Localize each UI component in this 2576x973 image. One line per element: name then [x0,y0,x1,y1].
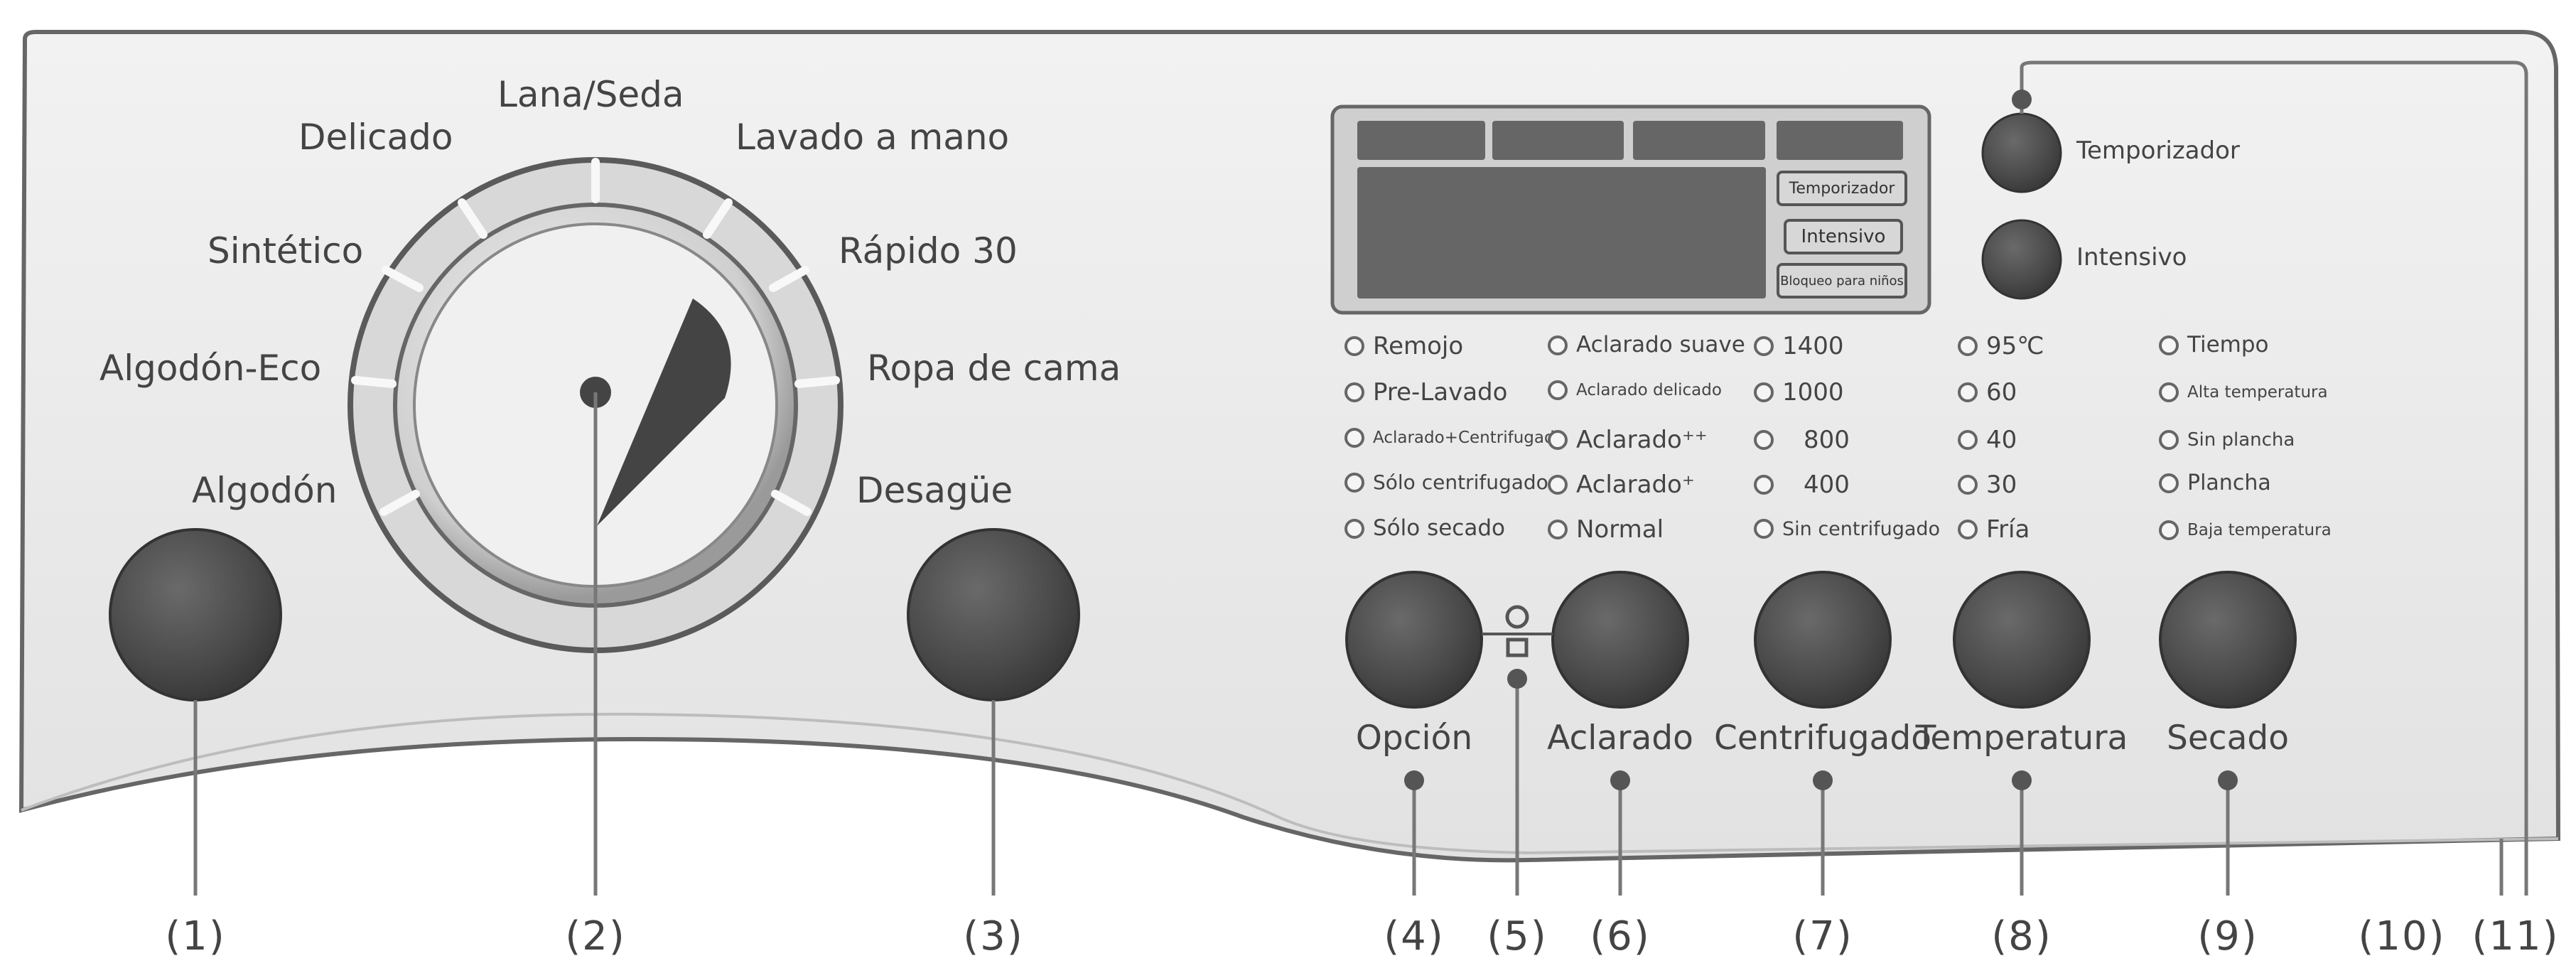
callout-11: (11) [2472,913,2560,959]
opt-fria: Fría [1958,517,2030,542]
callout-5: (5) [1487,913,1548,959]
opt-aclarado-suave: Aclarado suave [1548,334,1745,356]
program-label-sintetico: Sintético [208,230,364,272]
program-label-desague: Desagüe [856,470,1013,511]
callout-2: (2) [565,913,626,959]
btn-temperatura [1953,571,2091,709]
callout-6: (6) [1590,913,1651,959]
program-label-algodon-eco: Algodón-Eco [99,348,322,389]
opt-solo-centrifugado: Sólo centrifugado [1344,473,1548,493]
panel-swoosh [21,712,2559,855]
btn-temporizador [1981,112,2062,193]
opt-solo-secado: Sólo secado [1344,517,1505,539]
btn-aclarado [1551,571,1689,709]
opt-sin-plancha: Sin plancha [2159,430,2295,450]
program-label-ropa-de-cama: Ropa de cama [867,348,1121,389]
display-tag-bloqueo-ninos: Bloqueo para niños [1777,263,1907,299]
opt-alta-temperatura: Alta temperatura [2159,382,2328,402]
opt-aclarado-centrifugado: Aclarado+Centrifugado [1344,428,1565,448]
opt-1000: 1000 [1754,380,1844,404]
temporizador-label: Temporizador [2076,136,2240,165]
opt-800: 800 [1754,428,1850,452]
opt-tiempo: Tiempo [2159,334,2269,356]
opt-60: 60 [1958,380,2017,404]
opt-1400: 1400 [1754,334,1844,358]
callout-10: (10) [2358,913,2446,959]
callout-1: (1) [165,913,226,959]
knob-desague [907,528,1080,701]
opt-aclarado-plusplus: Aclarado⁺⁺ [1548,428,1708,452]
program-label-rapido-30: Rápido 30 [839,230,1018,272]
opcion-label: Opción [1355,719,1473,758]
program-label-delicado: Delicado [298,117,453,158]
opt-plancha: Plancha [2159,473,2271,494]
callout-3: (3) [963,913,1024,959]
opt-95c: 95℃ [1958,334,2044,358]
display-tag-intensivo: Intensivo [1784,219,1903,254]
opt-400: 400 [1754,473,1850,497]
callout-7: (7) [1792,913,1853,959]
btn-centrifugado [1754,571,1892,709]
opt-sin-centrifugado: Sin centrifugado [1754,519,1940,539]
opt-40: 40 [1958,428,2017,452]
centrifugado-label: Centrifugado [1714,719,1931,758]
intensivo-label: Intensivo [2076,243,2187,272]
opt-baja-temperatura: Baja temperatura [2159,520,2332,540]
knob-algodon [109,528,282,701]
aclarado-label: Aclarado [1547,719,1693,758]
opt-30: 30 [1958,473,2017,497]
callout-8: (8) [1991,913,2052,959]
display-tag-temporizador: Temporizador [1777,171,1907,206]
callout-9: (9) [2197,913,2258,959]
program-label-lana-seda: Lana/Seda [497,74,684,115]
opt-remojo: Remojo [1344,334,1463,358]
temperatura-label: Temperatura [1915,719,2128,758]
opt-aclarado-plus: Aclarado⁺ [1548,473,1695,497]
opt-aclarado-delicado: Aclarado delicado [1548,380,1722,400]
child-lock-icon [1482,605,1553,657]
btn-secado [2159,571,2297,709]
callout-4: (4) [1384,913,1445,959]
program-label-algodon: Algodón [192,470,338,511]
btn-intensivo [1981,219,2062,300]
secado-label: Secado [2167,719,2289,758]
btn-opcion [1345,571,1483,709]
program-label-lavado-a-mano: Lavado a mano [735,117,1010,158]
opt-prelavado: Pre-Lavado [1344,380,1507,404]
opt-normal: Normal [1548,517,1664,542]
